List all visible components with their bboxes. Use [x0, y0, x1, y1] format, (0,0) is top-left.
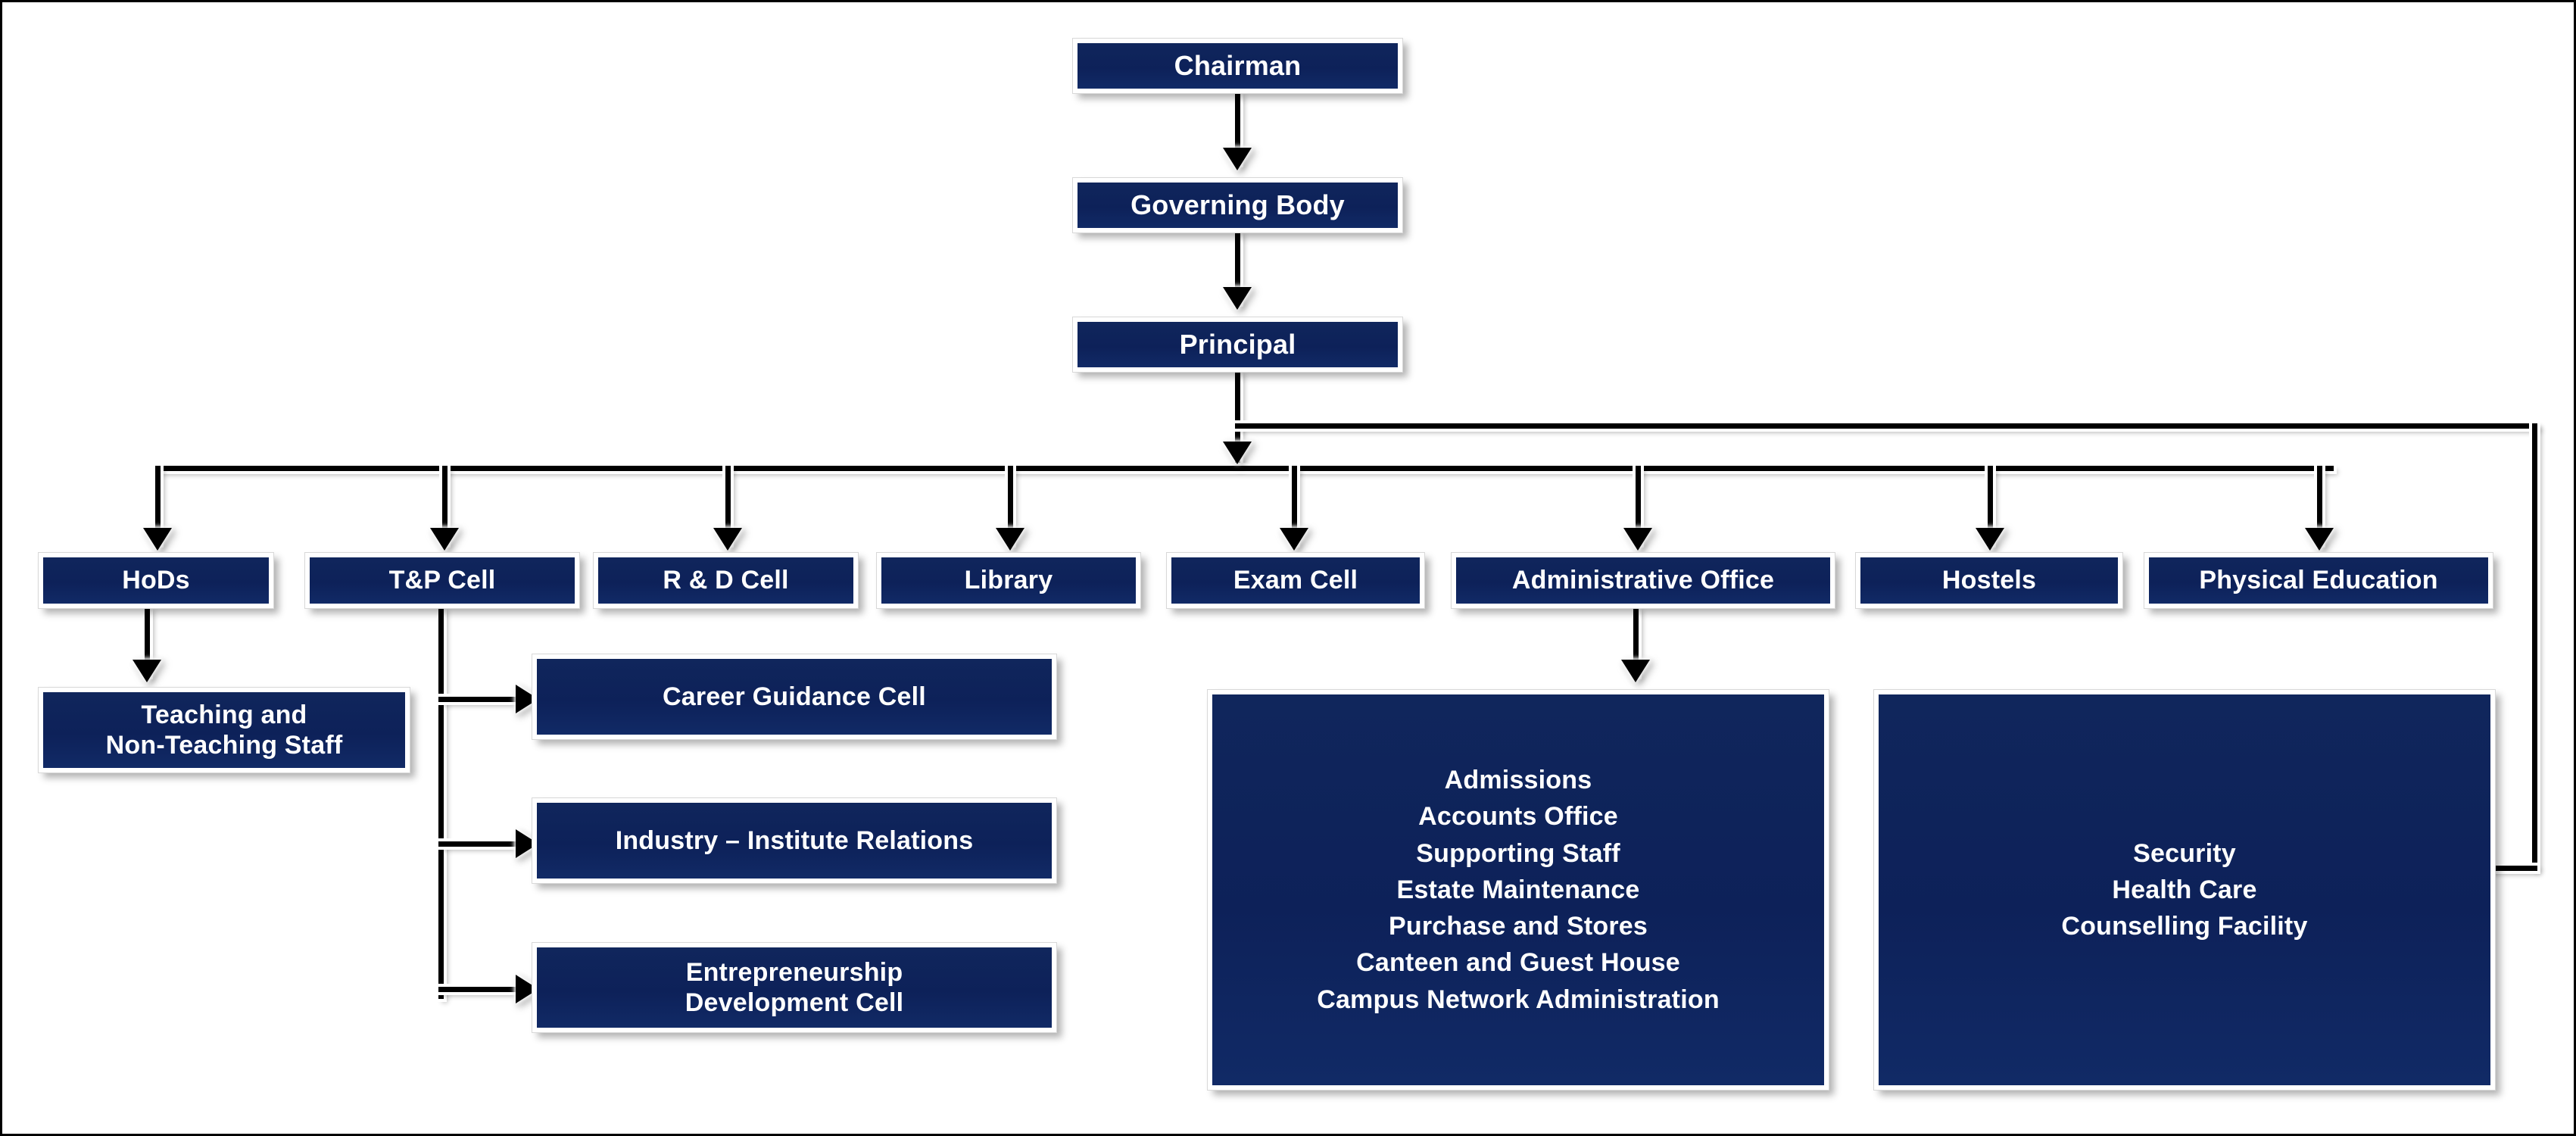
- node-tp-cell[interactable]: T&P Cell: [304, 552, 580, 609]
- admin-function-campus-network-administration: Campus Network Administration: [1317, 985, 1720, 1014]
- node-chairman[interactable]: Chairman: [1072, 38, 1403, 94]
- node-hostels-label: Hostels: [1941, 566, 2037, 595]
- node-administrative-office-functions[interactable]: Admissions Accounts Office Supporting St…: [1207, 689, 1829, 1091]
- teaching-staff-line-2: Non-Teaching Staff: [105, 731, 343, 760]
- node-rd-cell-label: R & D Cell: [663, 566, 789, 595]
- arrowhead-down-principal-fanout: [1223, 442, 1252, 464]
- entrepreneurship-line-1: Entrepreneurship: [685, 957, 903, 987]
- node-exam-cell[interactable]: Exam Cell: [1166, 552, 1425, 609]
- support-service-counselling-facility: Counselling Facility: [2061, 912, 2308, 941]
- connector-drop-library: [1008, 466, 1013, 545]
- connector-support-services-vertical: [2532, 423, 2537, 869]
- node-support-services[interactable]: Security Health Care Counselling Facilit…: [1873, 689, 2496, 1091]
- arrowhead-down-hods: [143, 528, 172, 551]
- admin-function-canteen-and-guest-house: Canteen and Guest House: [1356, 948, 1680, 978]
- arrowhead-down-tp-cell: [430, 528, 459, 551]
- arrowhead-down-rd-cell: [713, 528, 742, 551]
- node-hostels[interactable]: Hostels: [1855, 552, 2123, 609]
- connector-drop-administrative-office: [1636, 466, 1641, 545]
- arrowhead-down-library: [996, 528, 1024, 551]
- arrowhead-down-hostels: [1976, 528, 2004, 551]
- node-tp-cell-label: T&P Cell: [388, 566, 496, 595]
- connector-principal-to-support-services-horizontal: [1235, 423, 2537, 429]
- connector-drop-exam-cell: [1292, 466, 1297, 545]
- node-rd-cell[interactable]: R & D Cell: [593, 552, 859, 609]
- connector-principal-distribution-bar: [157, 466, 2334, 471]
- connector-tp-to-entrepreneurship: [438, 987, 519, 992]
- node-governing-body[interactable]: Governing Body: [1072, 177, 1403, 233]
- node-exam-cell-label: Exam Cell: [1233, 566, 1358, 595]
- node-teaching-staff-label: Teaching and Non-Teaching Staff: [43, 700, 405, 760]
- admin-function-admissions: Admissions: [1444, 766, 1592, 795]
- admin-function-estate-maintenance: Estate Maintenance: [1396, 875, 1640, 904]
- connector-drop-hods: [155, 466, 161, 545]
- node-career-guidance-cell-label: Career Guidance Cell: [663, 682, 926, 711]
- node-administrative-office[interactable]: Administrative Office: [1451, 552, 1835, 609]
- admin-function-supporting-staff: Supporting Staff: [1416, 838, 1620, 868]
- node-chairman-label: Chairman: [1174, 49, 1302, 81]
- connector-administrative-office-to-functions: [1633, 607, 1639, 676]
- connector-principal-drop: [1235, 370, 1240, 467]
- connector-chairman-to-governing-body: [1235, 92, 1240, 164]
- arrowhead-down-governing-body: [1223, 148, 1252, 170]
- node-physical-education[interactable]: Physical Education: [2144, 552, 2493, 609]
- node-physical-education-label: Physical Education: [2199, 566, 2438, 595]
- node-career-guidance-cell[interactable]: Career Guidance Cell: [532, 654, 1057, 740]
- connector-drop-physical-education: [2317, 466, 2322, 545]
- connector-tp-cell-spine: [438, 607, 444, 999]
- arrowhead-down-teaching-staff: [133, 660, 161, 682]
- connector-tp-to-industry-institute: [438, 841, 519, 847]
- node-entrepreneurship-development-cell-label: Entrepreneurship Development Cell: [537, 957, 1052, 1018]
- connector-hods-to-teaching-staff: [145, 607, 150, 676]
- node-library-label: Library: [964, 566, 1053, 595]
- admin-function-accounts-office: Accounts Office: [1418, 802, 1618, 832]
- connector-tp-to-career-guidance: [438, 697, 519, 702]
- teaching-staff-line-1: Teaching and: [141, 700, 307, 729]
- arrowhead-down-physical-education: [2305, 528, 2334, 551]
- connector-drop-hostels: [1988, 466, 1993, 545]
- node-hods[interactable]: HoDs: [38, 552, 274, 609]
- node-teaching-staff[interactable]: Teaching and Non-Teaching Staff: [38, 687, 410, 773]
- node-principal-label: Principal: [1179, 328, 1296, 360]
- node-industry-institute-relations[interactable]: Industry – Institute Relations: [532, 797, 1057, 884]
- arrowhead-down-principal: [1223, 287, 1252, 310]
- node-entrepreneurship-development-cell[interactable]: Entrepreneurship Development Cell: [532, 942, 1057, 1033]
- node-hods-label: HoDs: [122, 566, 190, 595]
- administrative-office-functions-list: Admissions Accounts Office Supporting St…: [1212, 762, 1824, 1018]
- node-governing-body-label: Governing Body: [1131, 189, 1345, 220]
- node-administrative-office-label: Administrative Office: [1511, 566, 1775, 595]
- arrowhead-down-administrative-office: [1623, 528, 1652, 551]
- connector-governing-body-to-principal: [1235, 231, 1240, 304]
- admin-function-purchase-and-stores: Purchase and Stores: [1388, 912, 1648, 941]
- node-library[interactable]: Library: [876, 552, 1141, 609]
- connector-drop-rd-cell: [725, 466, 731, 545]
- arrowhead-down-administrative-office-functions: [1621, 660, 1650, 682]
- support-service-security: Security: [2133, 838, 2236, 868]
- node-industry-institute-relations-label: Industry – Institute Relations: [615, 825, 974, 855]
- connector-drop-tp-cell: [442, 466, 448, 545]
- support-services-list: Security Health Care Counselling Facilit…: [1879, 835, 2490, 945]
- arrowhead-down-exam-cell: [1280, 528, 1308, 551]
- entrepreneurship-line-2: Development Cell: [685, 988, 904, 1017]
- support-service-health-care: Health Care: [2112, 875, 2257, 904]
- node-principal[interactable]: Principal: [1072, 317, 1403, 373]
